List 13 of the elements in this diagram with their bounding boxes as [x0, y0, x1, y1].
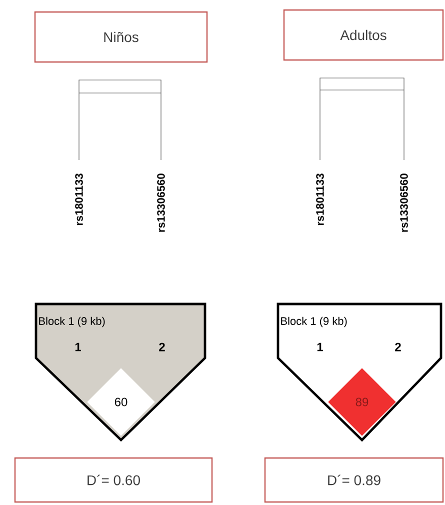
snp-label: rs1801133: [75, 174, 83, 226]
ld-block: Block 1 (9 kb) 1 2 89: [276, 302, 442, 442]
node-label: 60: [114, 398, 128, 406]
ld-cell: 60: [87, 368, 155, 436]
value-box: D´= 0.60: [14, 457, 213, 503]
ld-cell: 89: [328, 368, 396, 436]
snp-label: rs13306560: [400, 174, 408, 232]
snp-label: rs13306560: [157, 174, 165, 232]
ld-block: Block 1 (9 kb) 1 2 60: [34, 302, 206, 442]
group-title-box: Niños: [34, 11, 208, 63]
value-box: D´= 0.89: [264, 457, 444, 503]
snp-label: rs1801133: [316, 174, 324, 226]
group-title-box: Adultos: [283, 9, 444, 61]
